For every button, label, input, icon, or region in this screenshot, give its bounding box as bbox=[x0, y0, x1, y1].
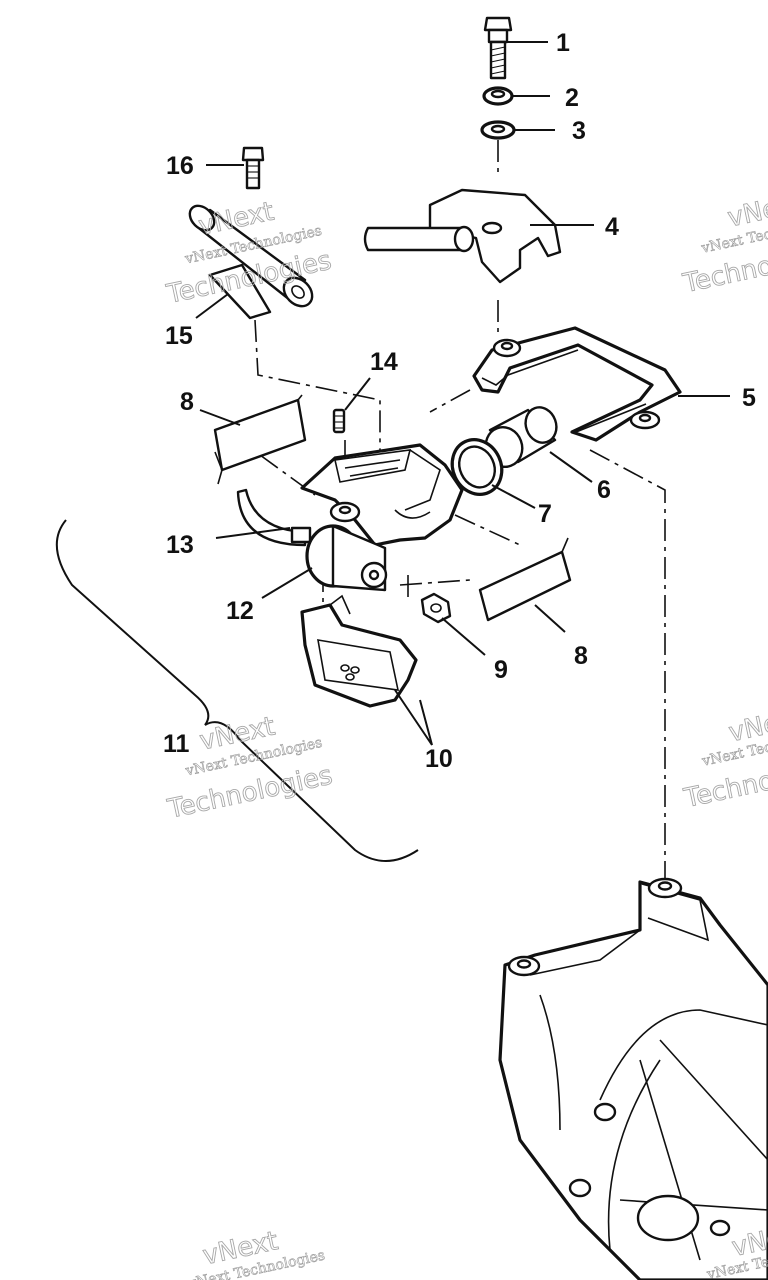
part-caliper-body bbox=[300, 443, 464, 592]
callout-5: 5 bbox=[742, 384, 756, 412]
watermark-mid-left: vNext vNext Technologies Technologies bbox=[164, 711, 335, 825]
part-flat-washer bbox=[480, 120, 516, 140]
callout-labels: 1 2 3 4 5 6 7 8 8 9 10 11 12 13 14 15 16 bbox=[163, 29, 756, 773]
part-bolt bbox=[483, 16, 513, 80]
callout-2: 2 bbox=[565, 84, 579, 112]
part-sleeve bbox=[188, 204, 314, 320]
callout-9: 9 bbox=[494, 656, 508, 684]
callout-16: 16 bbox=[166, 152, 194, 180]
watermark-bottom-left: vNext vNext Technologies bbox=[186, 1226, 327, 1280]
callout-10: 10 bbox=[425, 745, 453, 773]
callout-7: 7 bbox=[538, 500, 552, 528]
part-shim-lower bbox=[478, 537, 572, 622]
part-lock-washer bbox=[482, 86, 514, 106]
callout-12: 12 bbox=[226, 597, 254, 625]
callout-13: 13 bbox=[166, 531, 194, 559]
watermark-top-right: vNext vNext Technologies Technologies bbox=[679, 188, 768, 300]
watermark-brand: vNext bbox=[725, 188, 768, 233]
part-hose bbox=[236, 488, 312, 547]
part-caliper-frame bbox=[472, 326, 682, 442]
callout-4: 4 bbox=[605, 213, 619, 241]
callout-8-upper: 8 bbox=[180, 388, 194, 416]
callout-15: 15 bbox=[165, 322, 193, 350]
part-brake-pads bbox=[300, 594, 418, 708]
watermark-mid-right: vNext vNext Technologies Technologies bbox=[680, 703, 768, 815]
part-seal-ring bbox=[450, 438, 504, 496]
part-shim-upper bbox=[213, 394, 307, 485]
callout-11: 11 bbox=[163, 730, 190, 758]
callout-6: 6 bbox=[597, 476, 611, 504]
part-small-bolt bbox=[241, 146, 265, 190]
callout-3: 3 bbox=[572, 117, 586, 145]
group-bracket bbox=[55, 519, 419, 862]
part-bracket-pin bbox=[363, 188, 562, 284]
part-housing bbox=[498, 877, 768, 1280]
part-piston bbox=[484, 406, 558, 468]
callout-14: 14 bbox=[370, 348, 398, 376]
part-bleeder-screw bbox=[332, 408, 346, 434]
callout-8-lower: 8 bbox=[574, 642, 588, 670]
part-nut bbox=[420, 592, 452, 624]
leader-lines bbox=[195, 41, 730, 746]
callout-1: 1 bbox=[556, 29, 570, 57]
